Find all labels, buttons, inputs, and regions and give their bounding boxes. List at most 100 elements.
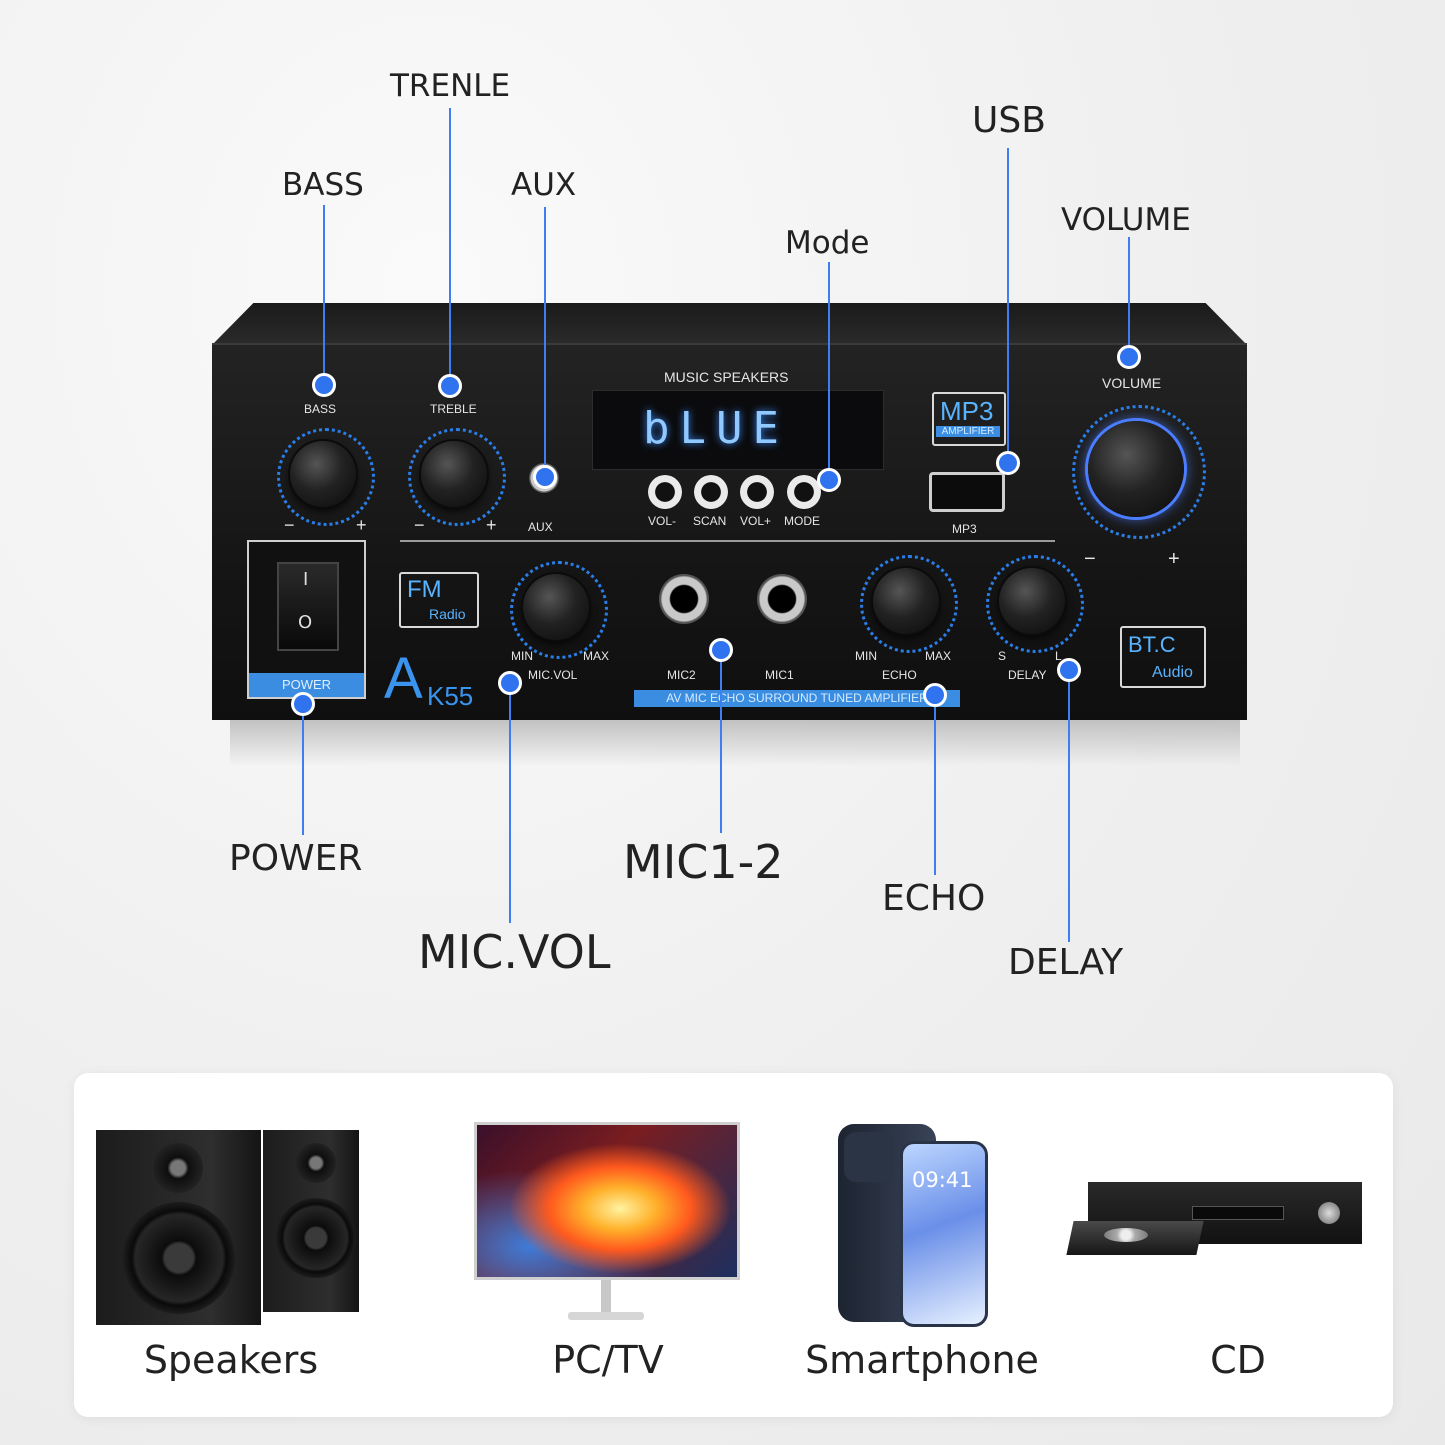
smartphone-icon: 09:41	[838, 1124, 990, 1329]
cd-disc	[1104, 1228, 1148, 1242]
power-switch-housing: I O POWER	[247, 540, 366, 699]
speakers-icon	[96, 1128, 361, 1328]
vol-plus-button[interactable]	[740, 475, 774, 509]
callout-echo: ECHO	[882, 878, 986, 919]
device-label-speakers: Speakers	[143, 1338, 319, 1382]
echo-min: MIN	[855, 649, 877, 663]
volume-minus: −	[1084, 548, 1096, 570]
callout-dot-power	[291, 692, 315, 716]
mic-vol-min: MIN	[511, 649, 533, 663]
callout-volume: VOLUME	[1061, 202, 1191, 238]
delay-knob-scale	[986, 555, 1084, 653]
speaker-right-tweeter	[296, 1143, 336, 1183]
vol-minus-label: VOL-	[648, 514, 677, 528]
cd-display-window	[1192, 1206, 1284, 1220]
bt-badge-text: BT.C	[1128, 632, 1176, 657]
mic2-jack[interactable]	[659, 574, 709, 624]
callout-dot-treble	[438, 374, 462, 398]
cd-player-icon	[1066, 1176, 1362, 1261]
treble-knob[interactable]	[421, 441, 487, 507]
phone-front	[900, 1141, 988, 1327]
volume-knob-scale	[1072, 405, 1206, 539]
bt-badge-subtext: Audio	[1152, 664, 1193, 681]
monitor-base	[568, 1312, 644, 1320]
leader-line-bass	[323, 205, 325, 385]
bass-knob-label: BASS	[304, 402, 337, 416]
delay-s: S	[998, 649, 1007, 663]
echo-knob[interactable]	[873, 568, 939, 634]
speaker-left-tweeter	[153, 1143, 203, 1193]
echo-max: MAX	[925, 649, 952, 663]
display-text: bLUE	[643, 403, 789, 454]
callout-dot-echo	[923, 683, 947, 707]
mode-button[interactable]	[787, 475, 821, 509]
aux-jack-label: AUX	[528, 520, 553, 534]
callout-dot-delay	[1057, 658, 1081, 682]
treble-minus: −	[414, 515, 425, 535]
volume-plus: +	[1168, 548, 1180, 570]
leader-line-mode	[828, 262, 830, 480]
usb-port[interactable]	[929, 472, 1005, 512]
bass-plus: +	[356, 515, 367, 535]
bass-knob-scale	[277, 428, 375, 526]
callout-dot-micvol	[498, 671, 522, 695]
amplifier-top-cover	[212, 303, 1247, 345]
callout-dot-aux	[533, 465, 557, 489]
bt-audio-badge: BT.C Audio	[1120, 626, 1206, 688]
scan-button[interactable]	[694, 475, 728, 509]
echo-label: ECHO	[882, 668, 917, 682]
vol-minus-button[interactable]	[648, 475, 682, 509]
mic1-jack[interactable]	[757, 574, 807, 624]
mp3-badge-text: MP3	[940, 396, 994, 426]
amplifier-tagline: AV MIC ECHO SURROUND TUNED AMPLIFIER	[634, 690, 960, 707]
delay-l: L	[1055, 649, 1062, 663]
leader-line-trenle	[449, 108, 451, 386]
panel-divider	[400, 540, 1055, 542]
mp3-amplifier-badge: MP3 AMPLIFIER	[932, 392, 1006, 446]
phone-camera-cluster	[844, 1132, 894, 1182]
treble-knob-label: TREBLE	[430, 402, 477, 416]
mic2-label: MIC2	[667, 668, 696, 682]
amplifier-front-panel: MUSIC SPEAKERS bLUE BASS − + TREBLE − + …	[212, 343, 1247, 720]
callout-aux: AUX	[511, 167, 577, 203]
callout-dot-mode	[817, 468, 841, 492]
callout-mic12: MIC1-2	[623, 835, 784, 889]
amplifier-shadow	[230, 716, 1240, 766]
power-switch-on-mark: I	[303, 569, 309, 590]
mp3-badge-subtext: AMPLIFIER	[936, 426, 1000, 437]
echo-knob-scale	[860, 555, 958, 653]
callout-bass: BASS	[282, 167, 364, 203]
monitor-stand	[601, 1280, 611, 1314]
monitor-screen	[474, 1122, 740, 1280]
volume-knob[interactable]	[1088, 421, 1184, 517]
vol-plus-label: VOL+	[740, 514, 772, 528]
mic-vol-knob-scale	[510, 561, 608, 659]
power-switch[interactable]: I O	[277, 562, 339, 651]
mic-vol-label: MIC.VOL	[528, 668, 578, 682]
phone-time: 09:41	[912, 1168, 973, 1192]
speaker-left-woofer	[123, 1202, 235, 1314]
usb-port-label: MP3	[952, 522, 977, 536]
leader-line-power	[302, 704, 304, 835]
callout-dot-usb	[996, 451, 1020, 475]
callout-dot-volume	[1117, 345, 1141, 369]
mic-vol-knob[interactable]	[523, 574, 589, 640]
bass-knob[interactable]	[290, 441, 356, 507]
mode-label: MODE	[784, 514, 820, 528]
model-number: K55	[427, 681, 474, 711]
callout-dot-mic12	[709, 638, 733, 662]
leader-line-delay	[1068, 670, 1070, 942]
callout-usb: USB	[972, 100, 1046, 141]
leader-line-echo	[934, 695, 936, 875]
device-label-cd: CD	[1210, 1338, 1266, 1382]
scan-label: SCAN	[693, 514, 727, 528]
delay-label: DELAY	[1008, 668, 1047, 682]
delay-knob[interactable]	[999, 568, 1065, 634]
led-display: bLUE	[592, 390, 884, 470]
leader-line-aux	[544, 207, 546, 477]
cd-volume-knob	[1318, 1202, 1340, 1224]
bass-minus: −	[284, 515, 295, 535]
leader-line-micvol	[509, 683, 511, 923]
leader-line-mic12	[720, 650, 722, 833]
treble-plus: +	[486, 515, 497, 535]
